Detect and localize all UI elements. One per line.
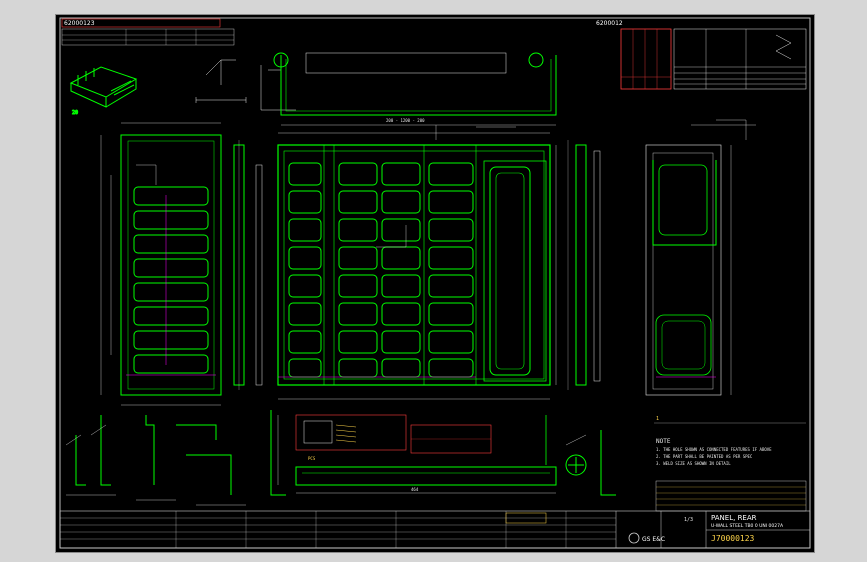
- title-block: PANEL, REAR U-WALL STEEL TB0 0 UNI 0027A…: [59, 510, 811, 549]
- dim-label-b: 464: [411, 487, 419, 492]
- section-mark-icon: [565, 430, 616, 496]
- cad-drawing: 62000123 20 200 - 1200 - 200: [59, 17, 811, 549]
- callout-number: 1: [656, 416, 659, 422]
- main-front-view: [277, 125, 557, 400]
- isometric-part-icon: 20: [69, 66, 138, 117]
- left-elevation-view: [100, 122, 222, 406]
- company-logo-icon: GS E&C: [628, 532, 665, 544]
- title-main: PANEL, REAR: [711, 514, 757, 522]
- detail-top-left: [195, 59, 296, 111]
- drawing-number-top-right: 6200012: [596, 20, 623, 27]
- left-side-section: [233, 140, 263, 390]
- bottom-flange-view: 464: [295, 415, 557, 494]
- svg-text:200 - 1200 - 200: 200 - 1200 - 200: [386, 118, 425, 123]
- note-block: 1 NOTE 1. THE HOLE SHOWN AS CONNECTED FE…: [654, 416, 807, 512]
- section-details-bottom-left: [65, 415, 246, 506]
- pcs-label: PCS: [308, 456, 316, 461]
- company-name: GS E&C: [642, 536, 665, 543]
- top-left-header: 62000123: [61, 18, 235, 46]
- revision-table: 6200012: [596, 20, 807, 90]
- drawing-number: J70000123: [711, 534, 755, 543]
- drawing-sheet: 62000123 20 200 - 1200 - 200: [55, 14, 815, 553]
- scale-value: 1/3: [684, 517, 693, 523]
- note-line-2: 2. THE PART SHALL BE PAINTED AS PER SPEC: [656, 454, 753, 459]
- top-flange-view: 200 - 1200 - 200: [273, 52, 557, 126]
- drawing-number-top-left: 62000123: [64, 20, 95, 27]
- svg-text:20: 20: [72, 110, 78, 116]
- component-table: PCS: [295, 414, 492, 461]
- note-line-1: 1. THE HOLE SHOWN AS CONNECTED FEATURES …: [656, 447, 772, 452]
- note-line-3: 3. WELD SIZE AS SHOWN IN DETAIL: [656, 461, 731, 466]
- title-sub: U-WALL STEEL TB0 0 UNI 0027A: [711, 523, 784, 529]
- right-side-section: [567, 140, 601, 390]
- far-right-view: [645, 119, 756, 396]
- note-heading: NOTE: [656, 438, 671, 445]
- bottom-small-section: [270, 410, 286, 496]
